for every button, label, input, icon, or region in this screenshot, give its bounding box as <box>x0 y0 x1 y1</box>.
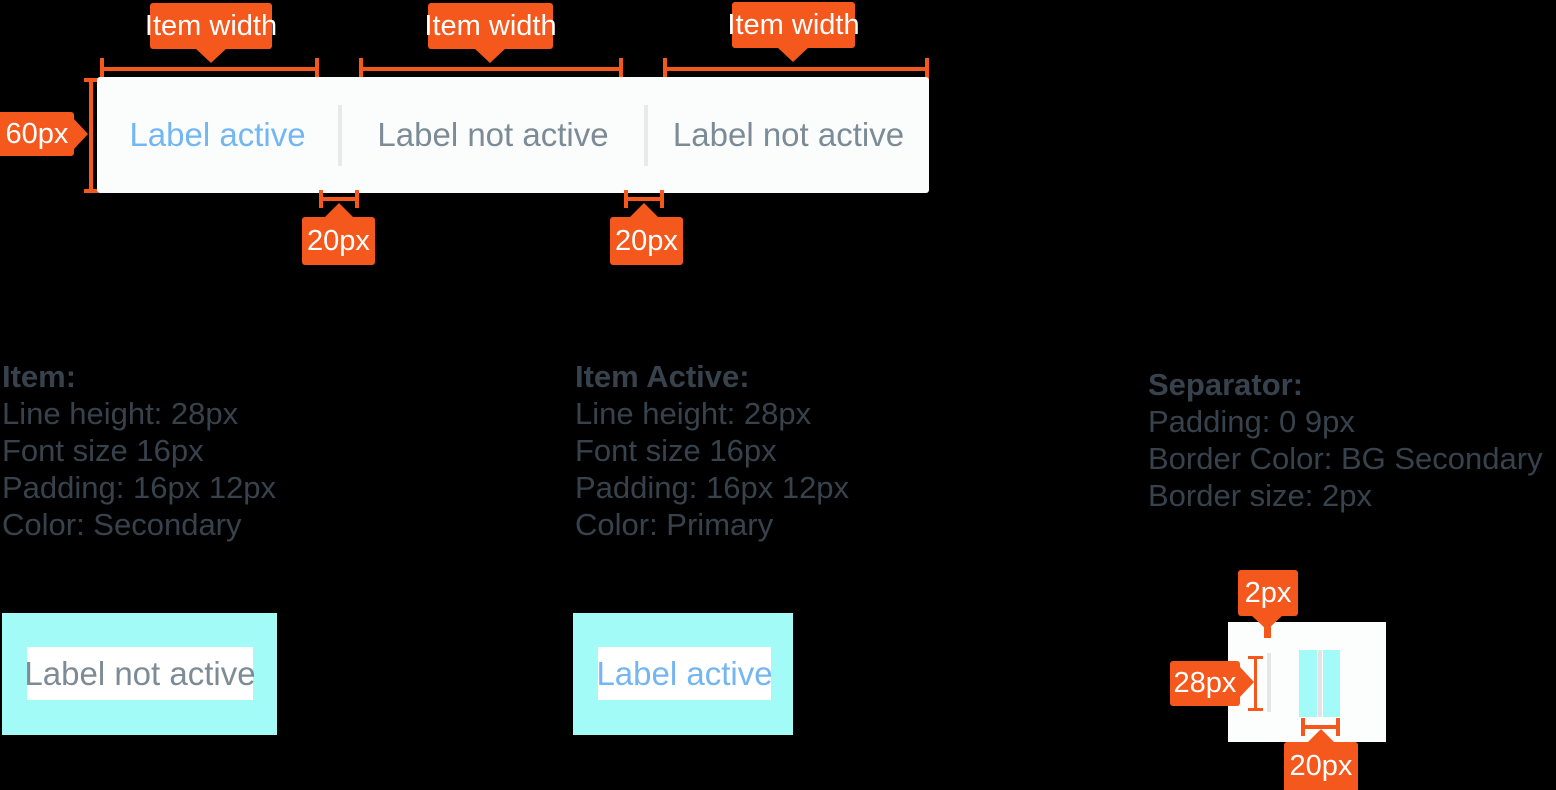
item-width-tag-2: Item width <box>424 3 557 49</box>
tab-bar: Label active Label not active Label not … <box>97 77 929 193</box>
tab-item-active-label: Label active <box>129 116 306 153</box>
separator-border-tag-pin <box>1264 624 1271 638</box>
spec-item-active-line: Padding: 16px 12px <box>575 470 850 505</box>
measure-separator-height <box>1248 656 1263 711</box>
tab-separator-1 <box>338 104 342 166</box>
spec-item-active-title: Item Active: <box>575 359 750 394</box>
separator-border-tag-label: 2px <box>1244 576 1292 609</box>
measure-gap-1 <box>319 190 359 208</box>
spec-block-item: Item: Line height: 28px Font size 16px P… <box>2 358 276 543</box>
tab-item-inactive-1-label: Label not active <box>377 116 609 153</box>
item-width-tag-1-label: Item width <box>144 9 278 42</box>
measure-item3-width <box>663 58 929 80</box>
gap-tag-1-label: 20px <box>307 224 370 257</box>
tab-item-inactive-1[interactable]: Label not active <box>342 77 644 193</box>
spec-item-line: Line height: 28px <box>2 396 239 431</box>
example-inactive-item-box: Label not active <box>24 647 256 700</box>
item-width-tag-1: Item width <box>145 3 277 49</box>
measure-gap-2 <box>624 190 664 208</box>
spec-block-item-active: Item Active: Line height: 28px Font size… <box>575 358 849 543</box>
spec-item-title: Item: <box>2 359 77 394</box>
tab-separator-2 <box>644 104 648 166</box>
separator-padding-left <box>1299 650 1317 717</box>
gap-tag-2: 20px <box>610 217 683 265</box>
separator-total-tag: 20px <box>1284 742 1358 790</box>
spec-separator-line: Padding: 0 9px <box>1148 404 1355 439</box>
example-active-item-box: Label active <box>596 647 773 700</box>
tab-item-inactive-2[interactable]: Label not active <box>648 77 929 193</box>
spec-item-line: Color: Secondary <box>2 507 242 542</box>
item-width-tag-1-pointer <box>195 48 227 63</box>
separator-line-sample <box>1267 653 1271 712</box>
item-width-tag-2-label: Item width <box>424 9 557 42</box>
item-width-tag-3-label: Item width <box>727 8 860 41</box>
separator-height-tag: 28px <box>1170 661 1240 706</box>
example-inactive-item-label: Label not active <box>24 654 256 692</box>
item-width-tag-3: Item width <box>727 2 860 48</box>
tab-item-inactive-2-label: Label not active <box>672 116 905 153</box>
item-width-tag-2-pointer <box>474 48 506 63</box>
gap-tag-2-label: 20px <box>615 224 678 257</box>
spec-item-active-line: Line height: 28px <box>575 396 812 431</box>
spec-block-separator: Separator: Padding: 0 9px Border Color: … <box>1148 366 1543 514</box>
separator-total-tag-pointer <box>1306 729 1336 744</box>
measure-bar-height <box>84 78 98 193</box>
tab-item-active[interactable]: Label active <box>97 77 338 193</box>
example-inactive-item: Label not active <box>2 613 277 735</box>
gap-tag-1: 20px <box>302 217 375 265</box>
example-active-item: Label active <box>573 613 793 735</box>
separator-height-tag-pointer <box>1240 667 1254 697</box>
example-active-item-label: Label active <box>596 654 773 692</box>
separator-border-sample <box>1318 650 1322 717</box>
separator-padding-right <box>1323 650 1340 717</box>
spec-item-active-line: Color: Primary <box>575 507 774 542</box>
spec-separator-title: Separator: <box>1148 367 1304 402</box>
measure-item1-width <box>100 58 319 80</box>
separator-border-tag: 2px <box>1238 570 1298 616</box>
bar-height-tag: 60px <box>0 112 74 156</box>
separator-border-tag-pointer <box>1251 615 1283 630</box>
spec-item-active-line: Font size 16px <box>575 433 777 468</box>
measure-item2-width <box>359 58 623 80</box>
gap-tag-2-pointer <box>629 203 659 218</box>
bar-height-tag-label: 60px <box>5 117 69 150</box>
separator-total-tag-label: 20px <box>1289 749 1353 782</box>
spec-item-line: Font size 16px <box>2 433 204 468</box>
measure-separator-total-width <box>1301 718 1340 736</box>
spec-item-line: Padding: 16px 12px <box>2 470 277 505</box>
item-width-tag-3-pointer <box>777 47 809 62</box>
spec-separator-line: Border Color: BG Secondary <box>1148 441 1543 476</box>
bar-height-tag-pointer <box>74 119 88 149</box>
spec-separator-line: Border size: 2px <box>1148 478 1372 513</box>
gap-tag-1-pointer <box>324 203 354 218</box>
separator-height-tag-label: 28px <box>1173 667 1237 699</box>
